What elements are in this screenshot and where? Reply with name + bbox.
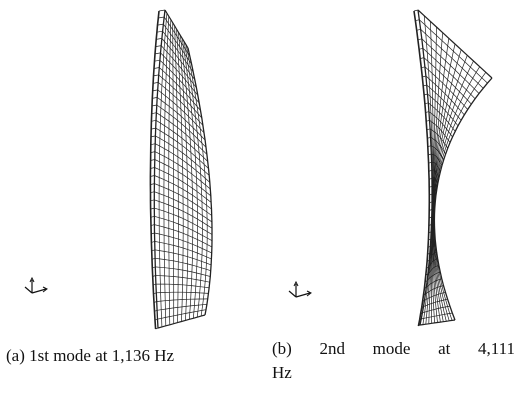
blade-mode-2-mesh (413, 9, 493, 327)
blade-mode-1-mesh (149, 9, 213, 330)
caption-mode-2-line2: Hz (272, 363, 292, 382)
caption-mode-1: (a) 1st mode at 1,136 Hz (6, 346, 175, 365)
caption-mode-2: (b) 2nd mode at 4,111 Hz (272, 337, 515, 385)
coordinate-axes-icon (288, 280, 312, 298)
caption-mode-2-line1: (b) 2nd mode at 4,111 (272, 339, 515, 358)
coordinate-axes-icon (24, 276, 48, 294)
